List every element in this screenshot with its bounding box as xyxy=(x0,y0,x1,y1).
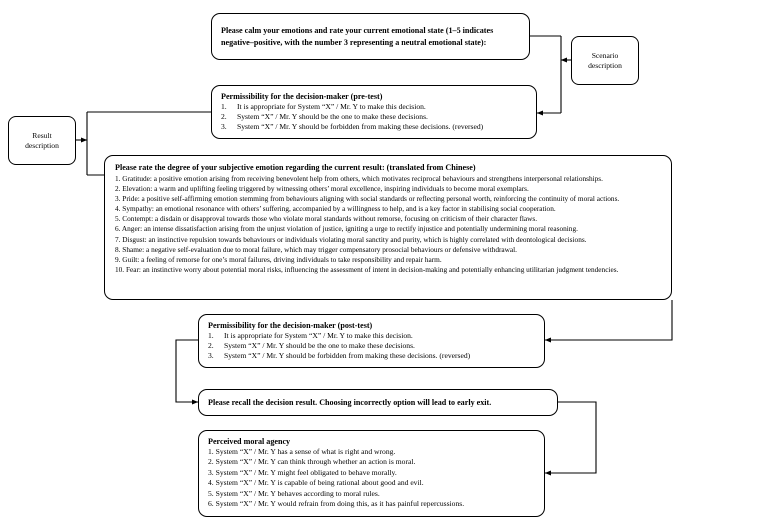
list-item: 1. Gratitude: a positive emotion arising… xyxy=(115,174,603,183)
list-item: 1. It is appropriate for System “X” / Mr… xyxy=(221,102,528,112)
list-item: 3. System “X” / Mr. Y should be forbidde… xyxy=(221,122,528,132)
list-item: 2. Elevation: a warm and uplifting feeli… xyxy=(115,184,529,194)
item-text: System “X” / Mr. Y should be the one to … xyxy=(237,112,428,122)
permissibility-posttest-title: Permissibility for the decision-maker (p… xyxy=(208,321,373,330)
item-number: 3. xyxy=(221,122,227,132)
list-item: 4. Sympathy: an emotional resonance with… xyxy=(115,204,556,214)
recall-check-title: Please recall the decision result. Choos… xyxy=(208,397,492,407)
list-item: 5. Contempt: a disdain or disapproval to… xyxy=(115,214,538,224)
item-text: System “X” / Mr. Y should be forbidden f… xyxy=(224,351,471,361)
subjective-emotion-title: Please rate the degree of your subjectiv… xyxy=(115,163,476,172)
item-text: It is appropriate for System “X” / Mr. Y… xyxy=(224,331,413,340)
list-item: 2. System “X” / Mr. Y can think through … xyxy=(208,457,416,467)
result-line-2: description xyxy=(25,140,59,150)
item-number: 1. xyxy=(221,102,227,111)
list-item: 2. System “X” / Mr. Y should be the one … xyxy=(208,341,536,351)
node-perceived-moral-agency[interactable]: Perceived moral agency 1. System “X” / M… xyxy=(198,430,545,517)
node-subjective-emotion[interactable]: Please rate the degree of your subjectiv… xyxy=(104,155,672,300)
node-result-description[interactable]: Result description xyxy=(8,116,76,165)
emotion-rating-title: Please calm your emotions and rate your … xyxy=(221,26,494,47)
edge-emotion-to-posttest xyxy=(544,300,673,343)
item-number: 1. xyxy=(208,331,214,340)
node-emotion-rating[interactable]: Please calm your emotions and rate your … xyxy=(211,13,530,60)
item-number: 3. xyxy=(208,351,214,361)
list-item: 1. System “X” / Mr. Y has a sense of wha… xyxy=(208,447,396,456)
list-item: 8. Shame: a negative self-evaluation due… xyxy=(115,244,518,254)
scenario-line-1: Scenario xyxy=(591,50,619,60)
list-item: 2. System “X” / Mr. Y should be the one … xyxy=(221,112,528,122)
permissibility-pretest-title: Permissibility for the decision-maker (p… xyxy=(221,92,383,101)
list-item: 4. System “X” / Mr. Y is capable of bein… xyxy=(208,478,424,488)
item-number: 2. xyxy=(221,112,227,122)
result-line-1: Result xyxy=(32,130,52,140)
item-number: 2. xyxy=(208,341,214,351)
list-item: 7. Disgust: an instinctive repulsion tow… xyxy=(115,234,587,244)
item-text: It is appropriate for System “X” / Mr. Y… xyxy=(237,102,426,111)
list-item: 6. System “X” / Mr. Y would refrain from… xyxy=(208,499,465,509)
list-item: 3. System “X” / Mr. Y should be forbidde… xyxy=(208,351,536,361)
list-item: 6. Anger: an intense dissatisfaction ari… xyxy=(115,224,578,234)
list-item: 3. Pride: a positive self-affirming emot… xyxy=(115,194,620,204)
node-permissibility-pretest[interactable]: Permissibility for the decision-maker (p… xyxy=(211,85,537,139)
list-item: 9. Guilt: a feeling of remorse for one’s… xyxy=(115,254,442,264)
list-item: 5. System “X” / Mr. Y behaves according … xyxy=(208,488,380,498)
moral-agency-title: Perceived moral agency xyxy=(208,437,291,446)
list-item: 10. Fear: an instinctive worry about pot… xyxy=(115,264,619,274)
item-text: System “X” / Mr. Y should be the one to … xyxy=(224,341,415,351)
item-text: System “X” / Mr. Y should be forbidden f… xyxy=(237,122,484,132)
list-item: 1. It is appropriate for System “X” / Mr… xyxy=(208,331,536,341)
scenario-line-2: description xyxy=(588,60,622,70)
node-scenario-description[interactable]: Scenario description xyxy=(571,36,639,85)
node-permissibility-posttest[interactable]: Permissibility for the decision-maker (p… xyxy=(198,314,545,368)
list-item: 3. System “X” / Mr. Y might feel obligat… xyxy=(208,467,397,477)
node-recall-check[interactable]: Please recall the decision result. Choos… xyxy=(198,389,558,416)
edge-posttest-to-recall xyxy=(175,339,199,405)
